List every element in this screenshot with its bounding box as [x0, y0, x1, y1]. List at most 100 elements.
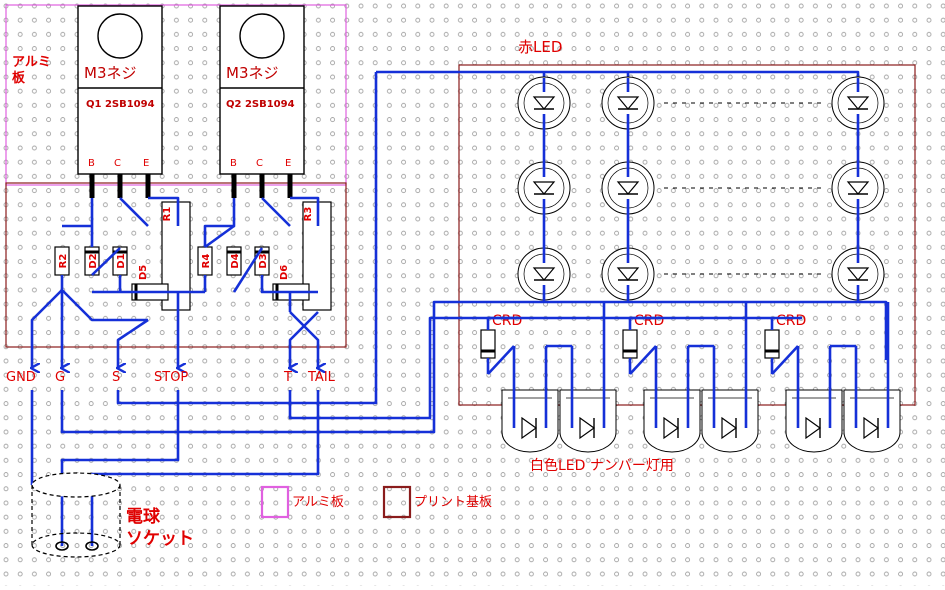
diode-d4-body [226, 246, 242, 276]
diode-icon [616, 96, 640, 110]
diode-d3-label: D3 [258, 253, 269, 268]
diode-d3: D3 [254, 246, 270, 276]
wire-crd-led [487, 345, 515, 375]
bulb-socket-label: 電球ソケット [126, 507, 194, 549]
transistor-legs [89, 174, 293, 198]
white-led-body [643, 389, 701, 453]
white-led-3 [643, 346, 701, 453]
diode-icon [721, 416, 738, 440]
white-led-5 [785, 346, 843, 453]
wire-crd-led [771, 345, 799, 375]
wire-r4-link [204, 224, 235, 249]
diode-icon [846, 96, 870, 110]
white-led-1 [501, 346, 559, 453]
terminal-tail: TAIL [307, 370, 336, 385]
diode-d4: D4 [226, 246, 242, 276]
red-led-label: 赤LED [518, 38, 562, 56]
diode-icon [616, 267, 640, 281]
diode-d6-label: D6 [279, 265, 290, 280]
legend-aluminum-swatch [260, 485, 290, 519]
aluminum-plate-label: アルミ板 [12, 55, 51, 86]
red-led-1-3 [831, 76, 885, 130]
diode-icon [863, 416, 880, 440]
diode-icon [532, 267, 556, 281]
terminal-stop: STOP [154, 370, 188, 385]
transistor-q1: M3ネジ Q1 2SB1094 B C E [77, 5, 163, 175]
legend-pcb-label: プリント基板 [414, 495, 492, 510]
wire-d3-bot [260, 275, 318, 294]
resistor-r2-label: R2 [58, 254, 69, 269]
wire-gnd-link [61, 289, 148, 322]
crd-body [480, 329, 496, 359]
diode-d4-label: D4 [230, 253, 241, 268]
white-led-body [701, 389, 759, 453]
terminal-labels: GND G S STOP T TAIL [6, 370, 336, 385]
pin-label-e: E [143, 158, 149, 169]
diode-d2-label: D2 [88, 253, 99, 268]
pin-label-e: E [285, 158, 291, 169]
wire-tail-bus [90, 390, 320, 546]
bulb-socket [31, 472, 121, 558]
wire-q1-c [119, 197, 149, 227]
white-led-4 [701, 346, 759, 453]
resistor-r1-label: R1 [162, 207, 173, 222]
screw-hole-icon [97, 13, 143, 59]
white-led-body [501, 389, 559, 453]
crd-label: CRD [634, 313, 664, 329]
wire-gnd [32, 289, 63, 368]
terminal-s: S [112, 370, 120, 385]
wire-crd-led [629, 345, 657, 375]
pin-label-c: C [114, 158, 121, 169]
wire-g-bus [60, 300, 888, 434]
wire-d2-d1 [91, 247, 121, 276]
terminal-t: T [283, 370, 292, 385]
resistor-r2: R2 [54, 246, 70, 276]
wire-q1-e [148, 196, 180, 226]
transistor-q2-screw-label: M3ネジ [226, 64, 279, 82]
crd-label: CRD [776, 313, 806, 329]
resistor-r4: R4 [197, 246, 213, 276]
diode-icon [579, 416, 596, 440]
wire-q2-b [203, 198, 236, 247]
legend: アルミ板 プリント基板 [260, 485, 492, 519]
white-led-body [559, 389, 617, 453]
resistor-r3-label: R3 [303, 207, 314, 222]
crd-body [622, 329, 638, 359]
screw-hole-icon [239, 13, 285, 59]
wire-s [118, 318, 149, 368]
white-led-body [843, 389, 901, 453]
transistor-q1-screw-label: M3ネジ [84, 64, 137, 82]
wires [32, 70, 888, 546]
crd-3: CRD [764, 313, 806, 374]
white-led-label: 白色LED ナンバー灯用 [530, 457, 674, 474]
pcb-left-outline [5, 182, 347, 348]
diode-d1-label: D1 [116, 253, 127, 268]
transistor-q1-name: Q1 2SB1094 [86, 99, 155, 110]
pin-label-b: B [88, 158, 95, 169]
crd-label: CRD [492, 313, 522, 329]
white-led-body [785, 389, 843, 453]
transistor-q2: M3ネジ Q2 2SB1094 B C E [219, 5, 305, 175]
diode-icon [532, 96, 556, 110]
wire-stop-bus [60, 390, 180, 546]
diode-d5-label: D5 [138, 265, 149, 280]
red-led-2-2 [601, 161, 655, 215]
diode-icon [532, 181, 556, 195]
resistor-r4-label: R4 [201, 254, 212, 269]
wire-q2-c [261, 197, 291, 227]
aluminum-plate-outline [5, 4, 347, 186]
red-led-matrix [517, 76, 885, 302]
white-led-section: CRD CRD CRD [459, 302, 901, 453]
wire-t-bus [288, 316, 459, 420]
diode-icon [616, 181, 640, 195]
diode-icon [663, 416, 680, 440]
pin-label-c: C [256, 158, 263, 169]
wire-red-led-top [376, 70, 860, 78]
legend-aluminum-label: アルミ板 [292, 495, 344, 510]
diode-icon [805, 416, 822, 440]
wire-tail [289, 311, 318, 368]
pin-label-b: B [230, 158, 237, 169]
white-led-2 [559, 346, 617, 453]
legend-pcb-swatch [382, 485, 412, 519]
terminal-gnd: GND [6, 370, 36, 385]
